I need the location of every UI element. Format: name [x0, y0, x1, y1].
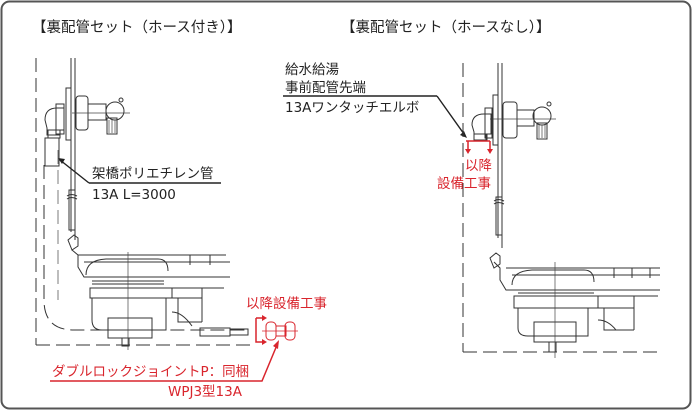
pipe-clip [68, 189, 76, 231]
pipe-break [66, 194, 78, 200]
elbow-label-line3: 13Aワンタッチエルボ [285, 100, 419, 116]
left-red-note: 以降設備工事 [246, 296, 327, 312]
joint-leader-arrow-icon [273, 340, 279, 349]
pipe-break [493, 199, 505, 205]
elbow-label-line2: 事前配管先端 [285, 79, 366, 96]
left-panel: 【裏配管セット（ホース付き）】 [32, 18, 327, 400]
elbow-icon [44, 103, 65, 167]
right-red-note-line2: 設備工事 [437, 176, 491, 192]
pipe-leader-line [59, 159, 90, 184]
flange [65, 87, 72, 141]
joint-spec: WPJ3型13A [168, 384, 243, 400]
right-panel-title: 【裏配管セット（ホースなし）】 [341, 18, 551, 36]
right-panel: 【裏配管セット（ホースなし）】 給水給湯 事前配管先端 13Aワンタッチエルボ [283, 18, 662, 358]
drain-trap-icon [67, 234, 249, 350]
drain-trap-icon [489, 252, 660, 358]
pipe-label: 架橋ポリエチレン管 [92, 166, 214, 182]
right-red-arrows-icon [465, 140, 493, 154]
elbow-label-line1: 給水給湯 [285, 61, 339, 78]
left-panel-title: 【裏配管セット（ホース付き）】 [32, 18, 242, 36]
pipe-spec: 13A L=3000 [92, 187, 176, 203]
double-lock-joint-icon [255, 315, 298, 345]
elbow-leader-line [436, 95, 465, 135]
joint-label: ダブルロックジョイントP：同梱 [52, 363, 249, 380]
flange [492, 94, 499, 146]
right-red-note-line1: 以降 [465, 158, 492, 174]
hose-outer [43, 165, 250, 331]
joint-leader-line [50, 344, 278, 382]
pipe-clip [495, 196, 503, 236]
faucet-icon [490, 101, 556, 140]
faucet-icon [72, 95, 130, 135]
pipe-leader-arrow-icon [58, 158, 65, 164]
